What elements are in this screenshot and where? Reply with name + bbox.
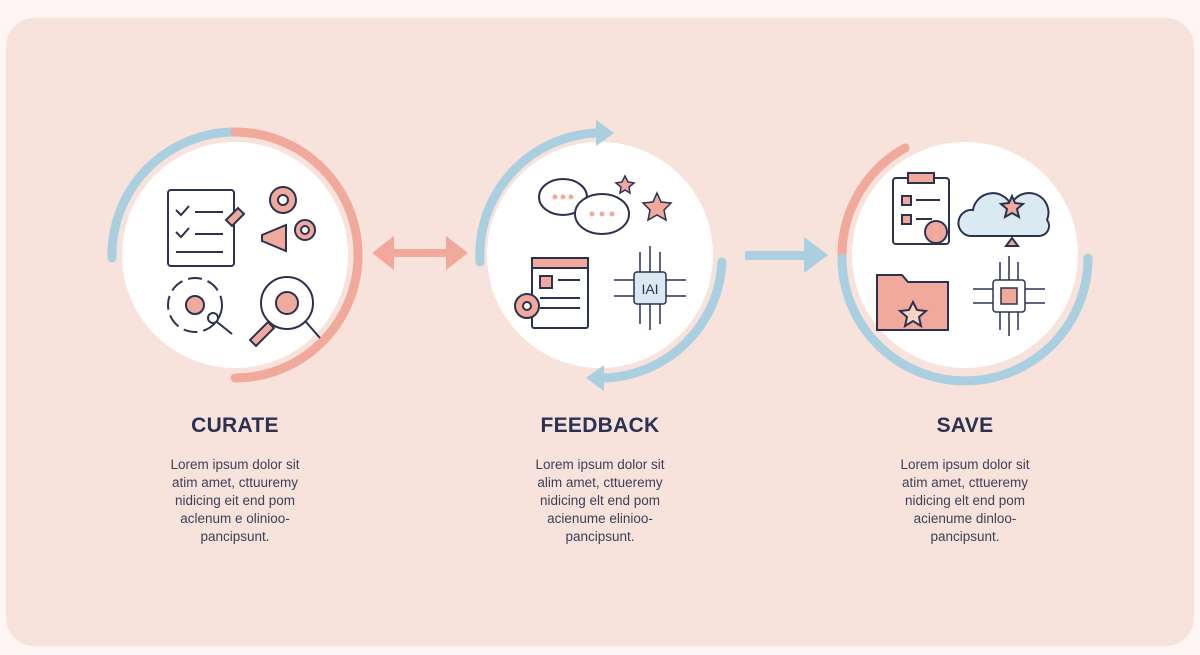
save-circle [837,142,1093,386]
step-description: Lorem ipsum dolor sit atim amet, cttuere… [900,457,1030,544]
step-title: FEEDBACK [540,414,660,437]
step-save: SAVE Lorem ipsum dolor sit atim amet, ct… [815,414,1115,546]
bidirectional-arrow [372,236,468,270]
checklist-notepad-icon [167,189,246,267]
feedback-circle: IAI [475,120,727,391]
magnifier-icon [248,276,321,348]
step-description: Lorem ipsum dolor sit alim amet, cttuere… [535,457,665,544]
megaphone-icon [261,223,287,253]
chat-bubbles-icon [538,178,630,235]
ai-chip-icon: IAI [614,246,686,330]
gears-icon [269,186,316,241]
folder-star-icon [876,274,949,331]
document-gear-icon [514,257,589,329]
clipboard-dollar-icon [892,172,950,245]
curate-circle [107,127,363,383]
svg-text:IAI: IAI [641,281,658,297]
step-title: CURATE [191,414,279,437]
cloud-star-icon [957,192,1050,247]
step-title: SAVE [936,414,994,437]
stars-icon [614,174,673,222]
step-curate: CURATE Lorem ipsum dolor sit atim amet, … [85,414,385,546]
forward-arrow [745,237,828,273]
target-cycle-icon [167,277,233,335]
chip-icon [973,256,1045,336]
step-feedback: FEEDBACK Lorem ipsum dolor sit alim amet… [450,414,750,546]
step-description: Lorem ipsum dolor sit atim amet, cttuure… [170,457,300,544]
